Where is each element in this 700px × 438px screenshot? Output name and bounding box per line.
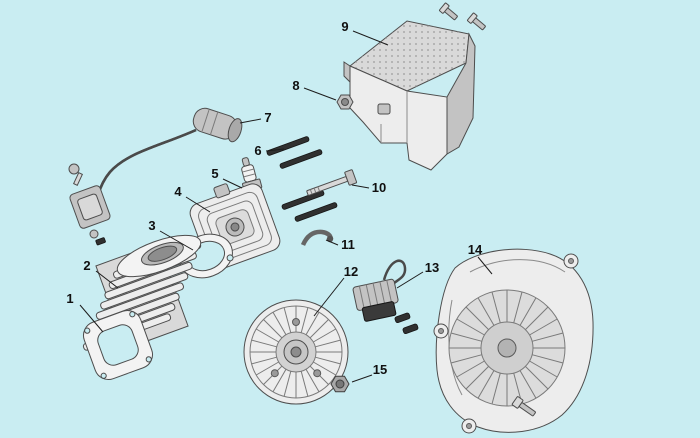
leader-line-1 [79,304,104,333]
leader-line-6 [265,148,285,152]
callout-1: 1 [66,291,73,306]
cylinder [82,234,202,351]
armature-screw-top [68,163,84,186]
leader-line-8 [303,87,337,101]
leader-line-2 [95,270,119,289]
callout-2: 2 [83,258,90,273]
bottom-right-screw [511,396,536,417]
callout-8: 8 [292,78,299,93]
fan-cover [433,248,594,434]
callout-13: 13 [425,260,439,275]
leader-line-13 [396,271,424,289]
cover-screw-top-right [467,12,486,31]
flywheel-nut [330,375,350,393]
callout-11: 11 [341,237,355,252]
callout-7: 7 [264,110,271,125]
callout-15: 15 [373,362,387,377]
callout-9: 9 [341,19,348,34]
armature-screw-bottom [89,229,99,239]
callout-6: 6 [254,143,261,158]
leader-line-14 [477,256,493,275]
cover-screw-top-left [439,2,458,21]
callout-14: 14 [468,242,483,257]
callout-4: 4 [174,184,182,199]
callout-10: 10 [372,180,386,195]
callout-12: 12 [344,264,358,279]
leader-line-11 [325,239,339,246]
flywheel-fins [250,306,342,398]
leader-line-12 [313,277,345,317]
leader-line-7 [239,118,262,124]
leader-line-5 [222,178,243,189]
leader-line-15 [351,374,373,383]
spacer-nut [336,94,354,110]
leader-line-4 [185,196,211,213]
cylinder-cover [343,20,476,171]
ignition-coil [352,259,419,335]
callout-5: 5 [211,166,218,181]
callout-3: 3 [148,218,155,233]
fan-cover-vents [449,290,565,406]
fan-cover-mount-tabs [433,253,579,434]
leader-line-3 [159,230,194,251]
spark-plug-cap-and-lead [68,107,243,246]
leader-line-10 [351,184,370,189]
leader-line-9 [352,30,389,46]
leader-lines [79,30,493,383]
flywheel [243,299,349,405]
callouts: 1 2 3 4 5 6 7 8 9 10 11 12 13 14 15 [66,19,483,377]
bolt [306,169,358,196]
base-gasket [82,309,154,381]
studs [266,136,338,222]
